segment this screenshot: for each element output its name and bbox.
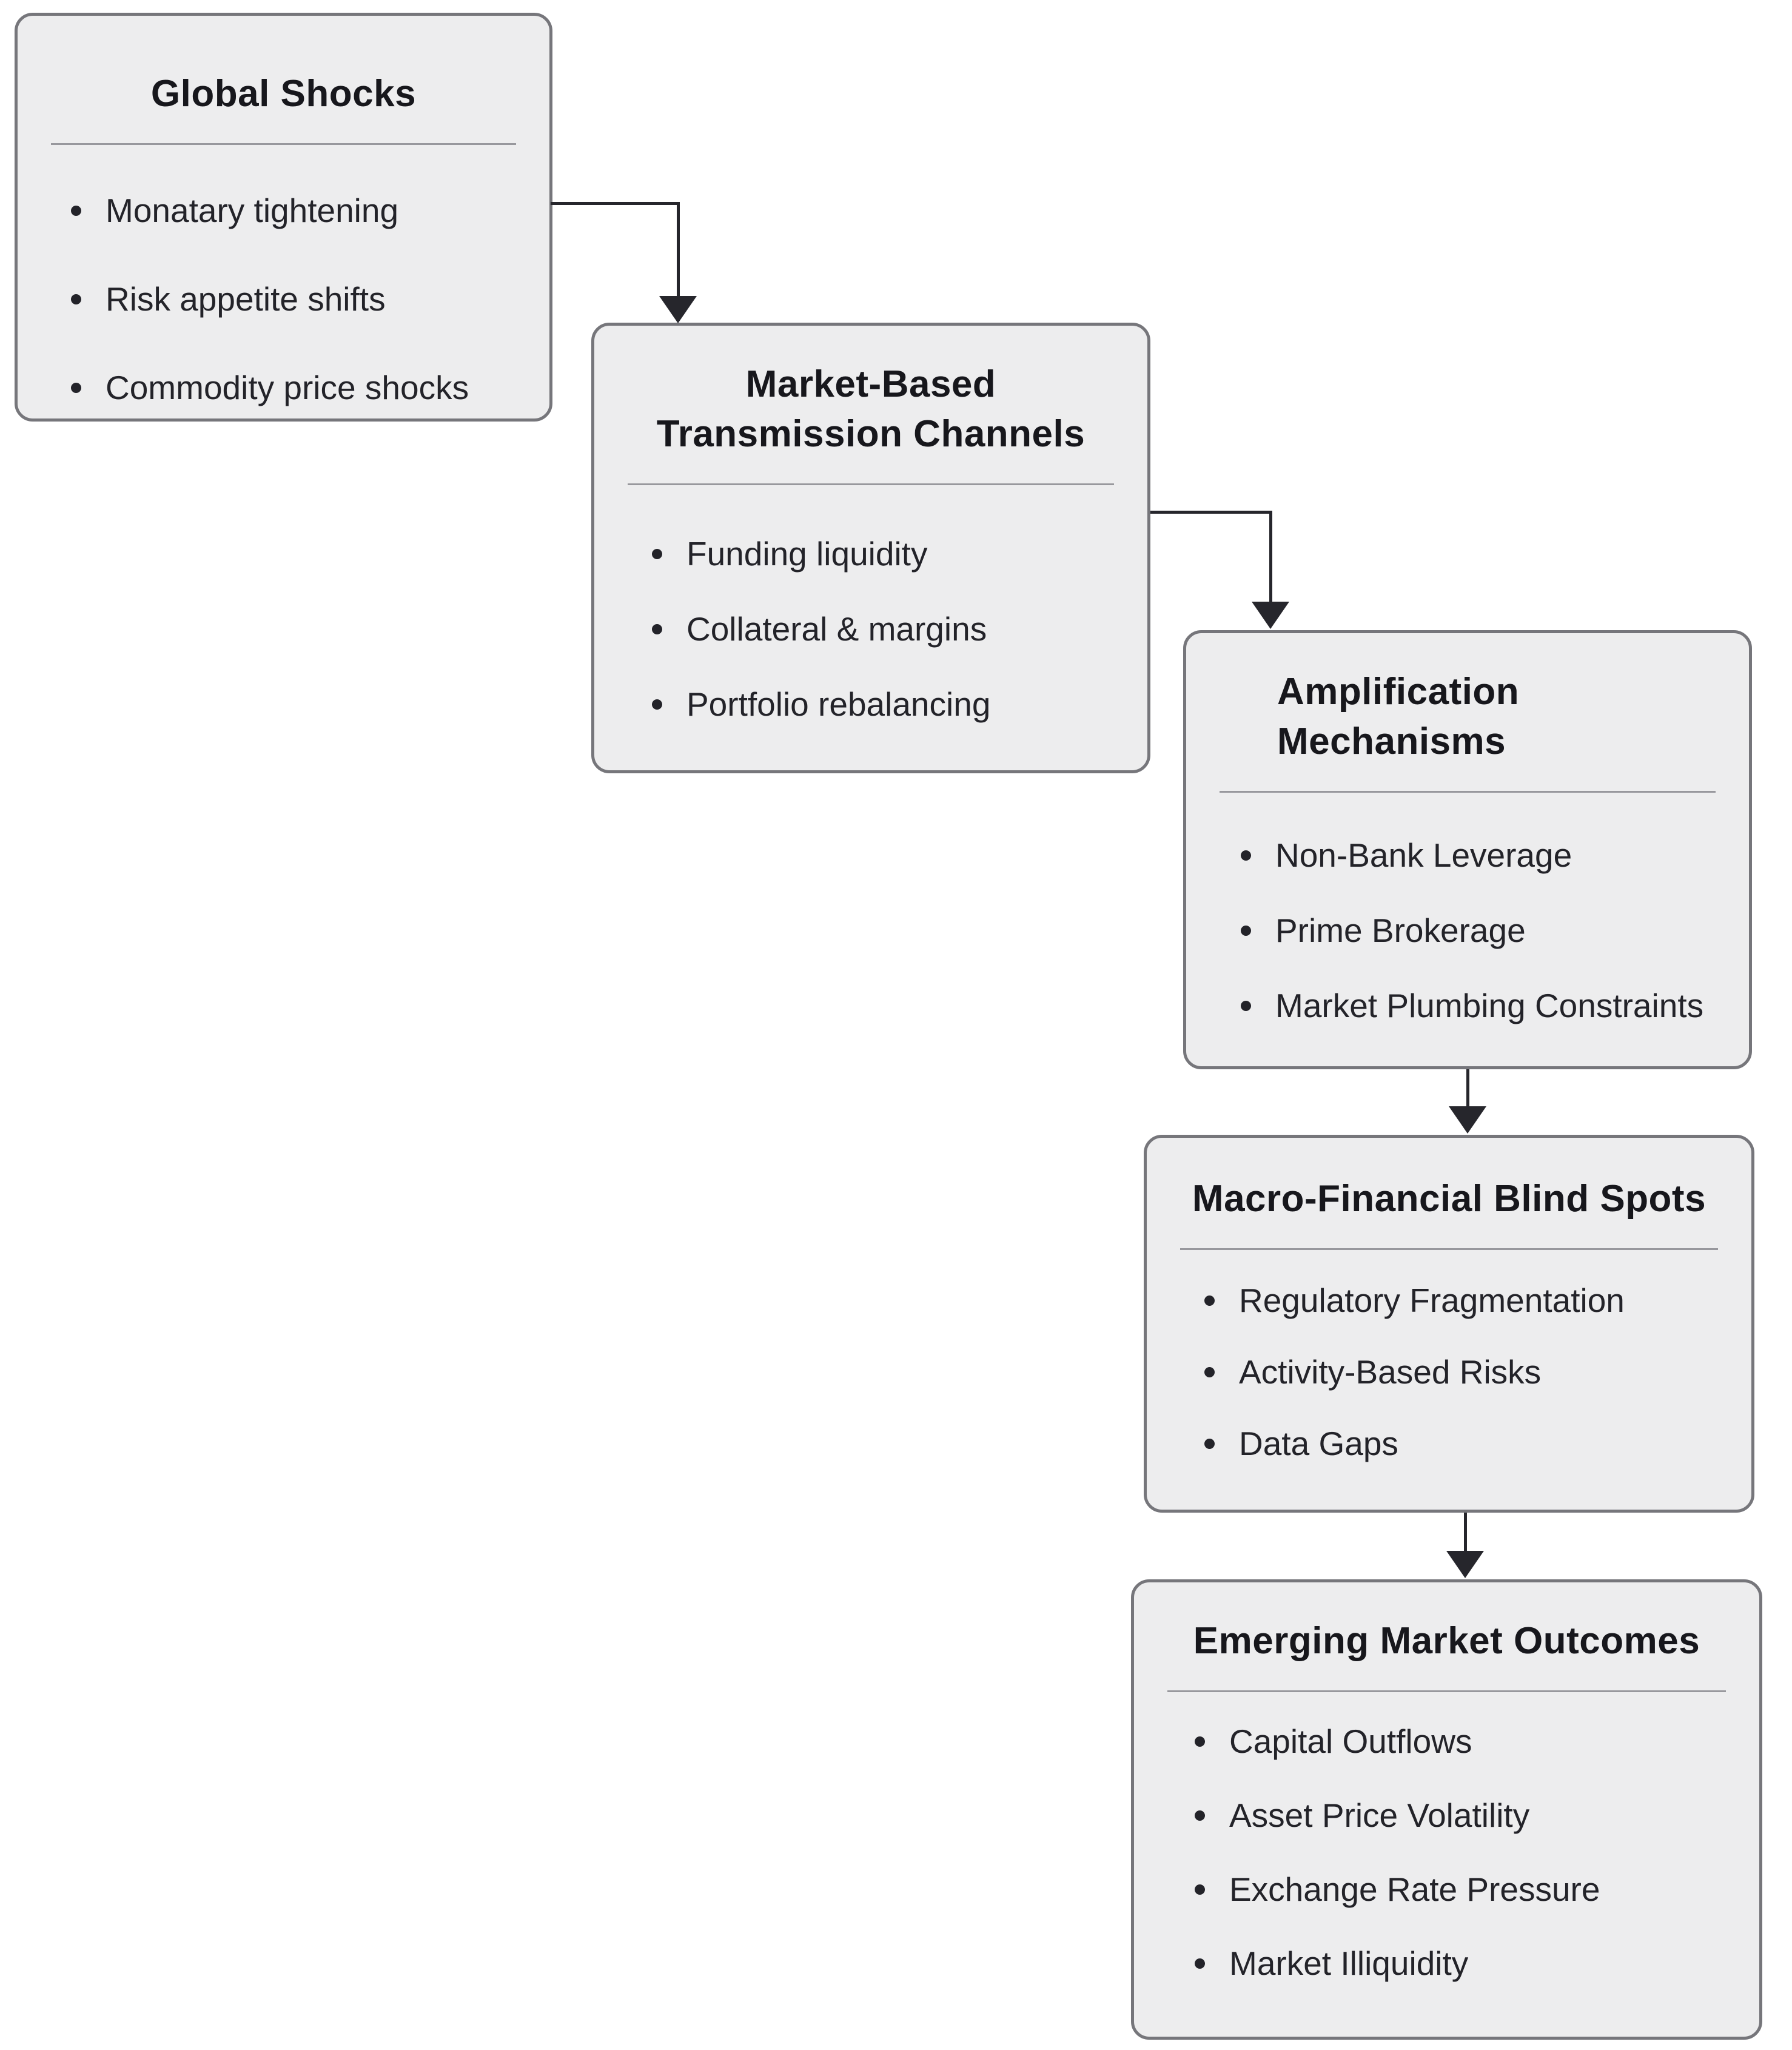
bullet-item: Market Plumbing Constraints [1241,986,1749,1026]
box-emerging-market-outcomes: Emerging Market Outcomes Capital Outflow… [1131,1579,1762,2040]
box-amplification-mechanisms: Amplification Mechanisms Non-Bank Levera… [1183,630,1752,1069]
bullet-dot [71,382,81,393]
bullet-text: Prime Brokerage [1275,912,1526,949]
bullet-text: Commodity price shocks [106,369,469,406]
box-title: Market-Based Transmission Channels [594,360,1147,459]
arrow-down-icon [1446,1551,1484,1578]
bullet-dot [652,548,662,559]
bullet-dot [1195,1884,1205,1895]
bullet-dot [1241,850,1251,861]
bullet-item: Exchange Rate Pressure [1195,1869,1759,1909]
bullet-item: Collateral & margins [652,609,1147,649]
bullet-text: Activity-Based Risks [1239,1353,1542,1391]
title-divider [1220,791,1716,793]
bullet-item: Portfolio rebalancing [652,684,1147,724]
box-title: Emerging Market Outcomes [1134,1616,1759,1666]
arrow-4-vertical-segment [1464,1513,1467,1551]
box-global-shocks: Global Shocks Monatary tightening Risk a… [15,13,552,422]
bullet-text: Portfolio rebalancing [686,685,991,723]
bullet-item: Non-Bank Leverage [1241,835,1749,875]
box-title: Amplification Mechanisms [1186,667,1749,767]
arrow-1-horizontal-segment [551,202,680,205]
bullet-text: Capital Outflows [1229,1722,1472,1760]
bullet-text: Data Gaps [1239,1425,1398,1462]
bullet-dot [1195,1736,1205,1747]
arrow-3-vertical-segment [1466,1069,1469,1107]
box-market-based-transmission-channels: Market-Based Transmission Channels Fundi… [591,323,1150,773]
box-title-line: Market-Based [745,363,996,405]
bullet-item: Asset Price Volatility [1195,1795,1759,1835]
bullet-text: Risk appetite shifts [106,280,386,318]
bullet-item: Monatary tightening [71,190,549,230]
bullet-text: Regulatory Fragmentation [1239,1282,1625,1319]
arrow-down-icon [659,296,697,323]
box-title-line: Emerging Market Outcomes [1193,1620,1700,1662]
bullet-text: Collateral & margins [686,610,987,648]
bullet-dot [1204,1438,1215,1449]
bullet-item: Activity-Based Risks [1204,1352,1751,1392]
bullet-dot [1195,1810,1205,1821]
bullet-item: Data Gaps [1204,1423,1751,1464]
box-title-line: Amplification [1277,671,1520,713]
bullet-list: Non-Bank Leverage Prime Brokerage Market… [1186,835,1749,1026]
box-title: Global Shocks [18,69,549,119]
bullet-item: Risk appetite shifts [71,279,549,319]
bullet-text: Market Illiquidity [1229,1944,1469,1982]
title-divider [628,483,1114,485]
box-macro-financial-blind-spots: Macro-Financial Blind Spots Regulatory F… [1144,1135,1754,1513]
bullet-item: Prime Brokerage [1241,910,1749,950]
bullet-text: Asset Price Volatility [1229,1796,1530,1834]
bullet-item: Commodity price shocks [71,368,549,408]
bullet-text: Monatary tightening [106,192,399,229]
bullet-list: Regulatory Fragmentation Activity-Based … [1147,1280,1751,1464]
bullet-item: Funding liquidity [652,534,1147,574]
box-title: Macro-Financial Blind Spots [1147,1174,1751,1224]
bullet-text: Non-Bank Leverage [1275,836,1572,874]
bullet-dot [1204,1295,1215,1306]
arrow-1-vertical-segment [677,202,680,298]
arrow-2-horizontal-segment [1150,511,1272,514]
bullet-list: Funding liquidity Collateral & margins P… [594,534,1147,724]
bullet-text: Funding liquidity [686,535,928,573]
bullet-text: Exchange Rate Pressure [1229,1870,1600,1908]
arrow-down-icon [1449,1106,1486,1134]
box-title-line: Transmission Channels [656,413,1086,455]
bullet-text: Market Plumbing Constraints [1275,987,1704,1024]
bullet-item: Capital Outflows [1195,1721,1759,1761]
bullet-item: Market Illiquidity [1195,1943,1759,1983]
bullet-dot [1204,1366,1215,1377]
arrow-2-vertical-segment [1269,511,1272,603]
title-divider [51,143,516,145]
title-divider [1180,1248,1718,1250]
bullet-dot [652,623,662,634]
bullet-list: Monatary tightening Risk appetite shifts… [18,190,549,408]
box-title-line: Global Shocks [150,73,417,115]
bullet-dot [1241,1000,1251,1011]
bullet-dot [1241,925,1251,936]
arrow-down-icon [1252,602,1289,629]
bullet-dot [71,205,81,216]
title-divider [1167,1690,1726,1692]
box-title-line: Mechanisms [1277,721,1506,762]
box-title-line: Macro-Financial Blind Spots [1192,1178,1706,1220]
bullet-item: Regulatory Fragmentation [1204,1280,1751,1320]
bullet-dot [71,294,81,304]
bullet-dot [652,699,662,710]
bullet-dot [1195,1958,1205,1969]
bullet-list: Capital Outflows Asset Price Volatility … [1134,1721,1759,1983]
